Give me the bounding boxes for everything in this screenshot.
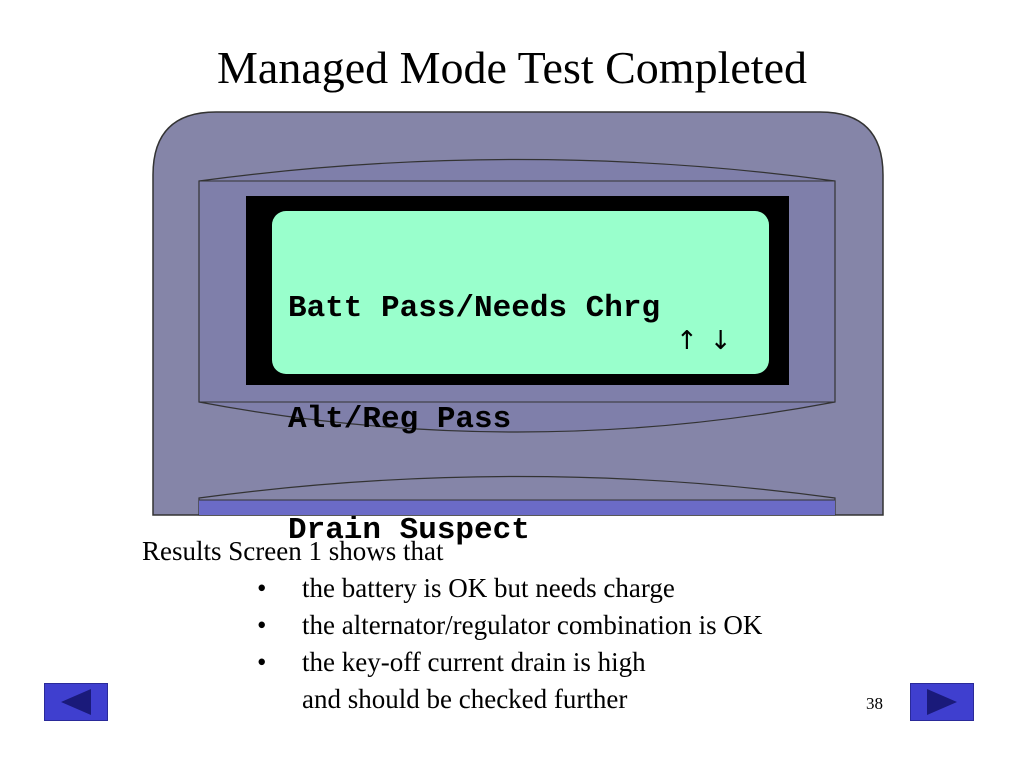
lcd-scroll-arrows: ↑↓ (676, 326, 744, 356)
left-triangle-icon (61, 689, 91, 715)
lcd-line-alternator: Alt/Reg Pass (288, 402, 512, 437)
list-item: • the battery is OK but needs charge (142, 570, 762, 607)
previous-slide-button[interactable] (44, 683, 108, 721)
list-item: • the alternator/regulator combination i… (142, 607, 762, 644)
down-arrow-icon: ↓ (709, 326, 734, 356)
up-arrow-icon: ↑ (676, 326, 700, 356)
bullet-icon: • (257, 573, 267, 603)
slide-title: Managed Mode Test Completed (217, 42, 807, 93)
list-item: • the key-off current drain is high (142, 644, 762, 681)
bullet-text-battery: the battery is OK but needs charge (302, 573, 675, 603)
right-triangle-icon (927, 689, 957, 715)
results-intro: Results Screen 1 shows that (142, 536, 444, 566)
lcd-line-drain: Drain Suspect (288, 513, 530, 548)
bullet-text-alternator: the alternator/regulator combination is … (302, 610, 763, 640)
bullet-icon: • (257, 610, 267, 640)
next-slide-button[interactable] (910, 683, 974, 721)
results-summary: Results Screen 1 shows that • the batter… (142, 533, 762, 718)
lcd-line-battery: Batt Pass/Needs Chrg (288, 291, 661, 326)
keypad-panel (199, 500, 835, 515)
list-item-continuation: and should be checked further (302, 684, 628, 714)
page-number: 38 (866, 694, 883, 713)
lcd-readout: Batt Pass/Needs Chrg Alt/Reg Pass Drain … (288, 216, 660, 623)
bullet-icon: • (257, 647, 267, 677)
bullet-text-drain: the key-off current drain is high (302, 647, 646, 677)
results-list: • the battery is OK but needs charge • t… (142, 570, 762, 718)
lcd-screen (272, 211, 769, 374)
